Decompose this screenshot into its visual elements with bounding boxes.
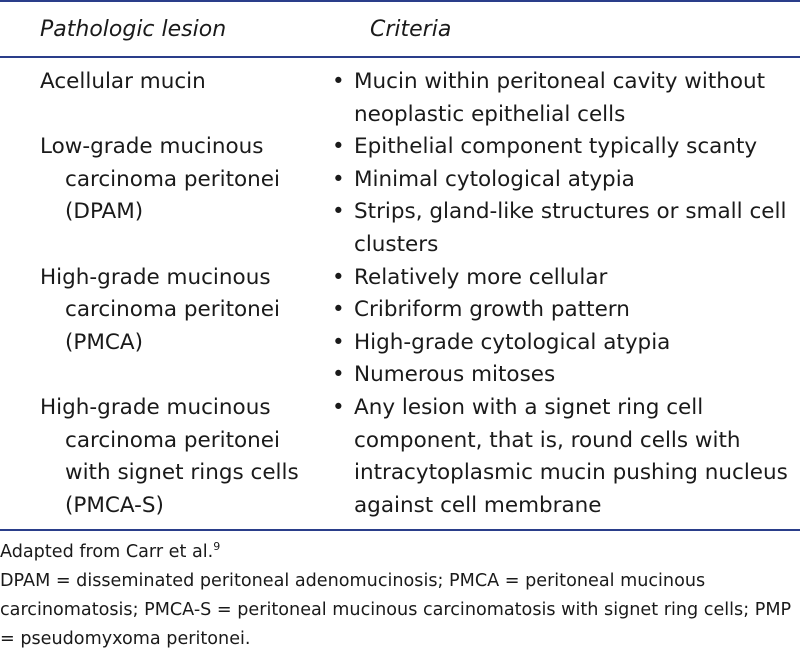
header-rule [0, 56, 800, 58]
bullet-icon: • [332, 264, 345, 290]
bullet-icon: • [332, 394, 345, 420]
criteria-text: Any lesion with a signet ring cell compo… [354, 394, 788, 518]
bullet-icon: • [332, 297, 345, 323]
bullet-icon: • [332, 69, 345, 94]
top-rule [0, 0, 800, 2]
bullet-icon: • [332, 199, 345, 225]
criteria-item: • Numerous mitoses [330, 359, 790, 392]
criteria-text: High-grade cytological atypia [354, 329, 671, 355]
lesion-line: High-grade mucinous [40, 394, 271, 420]
criteria-text: Epithelial component typically scanty [354, 134, 758, 160]
criteria-cell: • Mucin within peritoneal cavity without … [330, 66, 800, 131]
source-ref: 9 [213, 540, 221, 554]
criteria-cell: • Any lesion with a signet ring cell comp… [330, 392, 800, 522]
criteria-item: • Epithelial component typically scanty [330, 131, 790, 164]
criteria-table: Pathologic lesion Criteria Acellular muc… [0, 0, 800, 532]
criteria-cell: • Relatively more cellular • Cribriform gro… [330, 262, 800, 392]
criteria-item: • Relatively more cellular [330, 262, 790, 295]
criteria-item: • Any lesion with a signet ring cell comp… [330, 392, 790, 522]
lesion-line: (PMCA) [65, 329, 144, 355]
bottom-rule [0, 529, 800, 532]
lesion-line: Acellular mucin [40, 69, 206, 94]
bullet-icon: • [332, 134, 345, 160]
table-footnotes: Adapted from Carr et al.9 DPAM = dissemi… [0, 532, 800, 654]
table-header: Pathologic lesion Criteria [0, 2, 800, 56]
lesion-cell: High-grade mucinous carcinoma peritonei (P… [0, 262, 330, 360]
bullet-icon: • [332, 166, 345, 192]
footnote-abbreviations: DPAM = disseminated peritoneal adenomuci… [0, 571, 792, 649]
criteria-item: • High-grade cytological atypia [330, 327, 790, 360]
criteria-text: Minimal cytological atypia [354, 166, 635, 192]
lesion-cell: High-grade mucinous carcinoma peritonei wi… [0, 392, 330, 522]
lesion-line: High-grade mucinous [40, 264, 271, 290]
lesion-line: carcinoma peritonei [65, 166, 280, 192]
lesion-line: Low-grade mucinous [40, 134, 264, 160]
criteria-text: Relatively more cellular [354, 264, 608, 290]
source-text: Adapted from Carr et al. [0, 542, 214, 562]
lesion-line: (DPAM) [65, 199, 144, 225]
table-row: High-grade mucinous carcinoma peritonei wi… [0, 392, 800, 522]
criteria-text: Strips, gland-like structures or small c… [354, 199, 787, 257]
table-body: Acellular mucin • Mucin within peritoneal … [0, 58, 800, 529]
bullet-icon: • [332, 362, 345, 388]
header-criteria: Criteria [370, 16, 452, 42]
criteria-text: Mucin within peritoneal cavity without n… [354, 69, 766, 127]
header-lesion: Pathologic lesion [40, 16, 227, 42]
criteria-text: Numerous mitoses [354, 362, 556, 388]
criteria-item: • Minimal cytological atypia [330, 164, 790, 197]
table-row: High-grade mucinous carcinoma peritonei (P… [0, 262, 800, 392]
criteria-text: Cribriform growth pattern [354, 297, 630, 323]
footnote-source: Adapted from Carr et al.9 [0, 538, 800, 567]
criteria-item: • Cribriform growth pattern [330, 294, 790, 327]
lesion-line: (PMCA-S) [65, 492, 164, 518]
criteria-item: • Mucin within peritoneal cavity without … [330, 66, 790, 131]
criteria-cell: • Epithelial component typically scanty • M… [330, 131, 800, 261]
lesion-line: with signet rings cells [65, 460, 299, 486]
lesion-line: carcinoma peritonei [65, 297, 280, 323]
lesion-cell: Low-grade mucinous carcinoma peritonei (DP… [0, 131, 330, 229]
table-row: Acellular mucin • Mucin within peritoneal … [0, 66, 800, 131]
table-row: Low-grade mucinous carcinoma peritonei (DP… [0, 131, 800, 261]
criteria-item: • Strips, gland-like structures or small … [330, 196, 790, 261]
lesion-line: carcinoma peritonei [65, 427, 280, 453]
lesion-cell: Acellular mucin [0, 66, 330, 99]
bullet-icon: • [332, 329, 345, 355]
